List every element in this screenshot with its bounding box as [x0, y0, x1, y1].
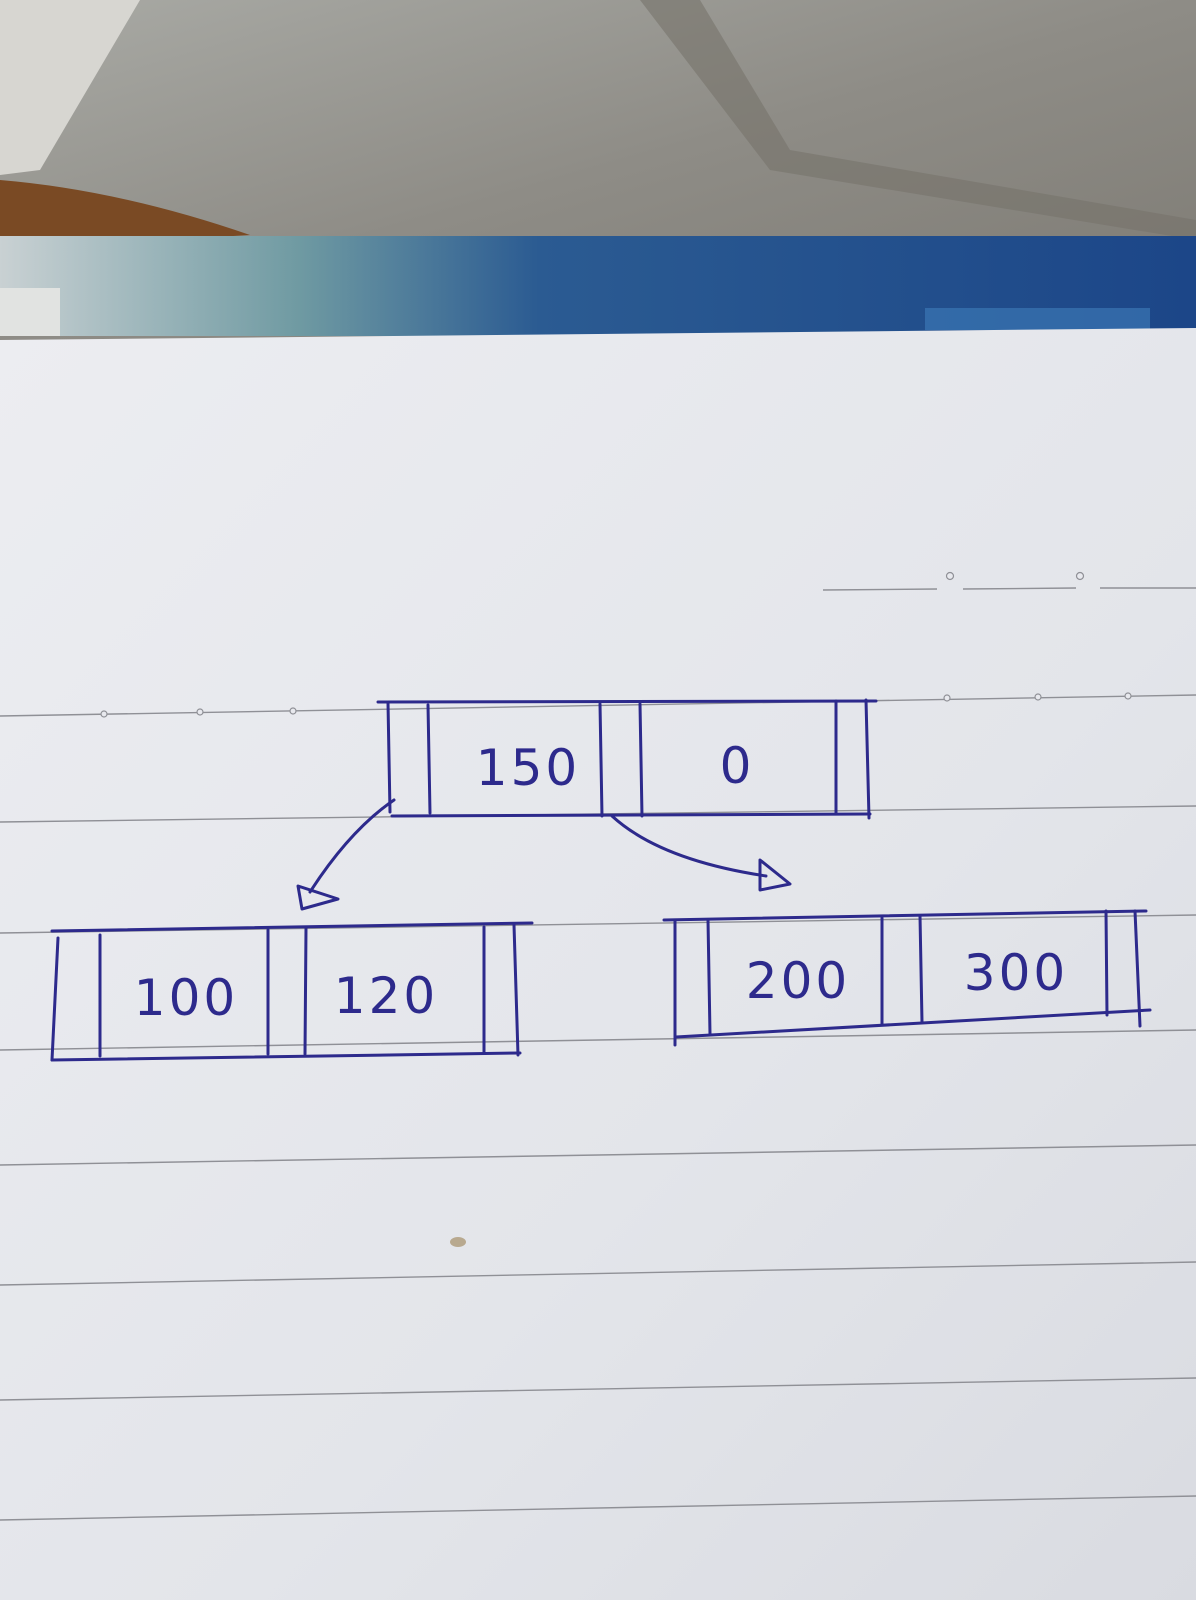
- root-key-2: 0: [720, 737, 755, 795]
- right-key-1: 200: [746, 952, 850, 1010]
- left-key-1: 100: [134, 969, 238, 1027]
- root-node: [376, 698, 878, 820]
- right-pointer-arrow: [610, 814, 792, 892]
- notebook-cover: [0, 236, 1196, 336]
- ruled-line-dots: [100, 571, 1132, 718]
- right-key-2: 300: [964, 944, 1068, 1002]
- root-key-1: 150: [476, 739, 580, 797]
- right-child-node: [662, 909, 1152, 1047]
- left-pointer-arrow: [296, 798, 396, 911]
- left-key-2: 120: [334, 967, 438, 1025]
- paper-sheet: [0, 328, 1196, 1600]
- paper-speck: [450, 1237, 466, 1247]
- left-child-node: [50, 921, 534, 1062]
